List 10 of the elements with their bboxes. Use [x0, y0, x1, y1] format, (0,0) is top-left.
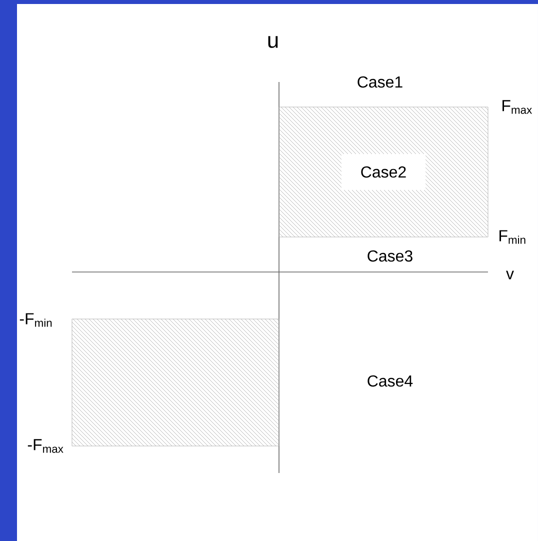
text-label: Case1 — [358, 76, 402, 88]
axis-label: u — [268, 36, 278, 48]
text-label: F$_{max}$ — [502, 100, 532, 114]
text-label: -F$_{max}$ — [28, 439, 64, 453]
hatched-region — [72, 318, 280, 446]
text-label: F$_{min}$ — [500, 230, 526, 244]
text-label: -F$_{min}$ — [20, 313, 52, 327]
text-label: Case4 — [368, 375, 413, 387]
axis-label: v — [506, 270, 514, 280]
hatched-region: Case2 — [278, 106, 488, 238]
